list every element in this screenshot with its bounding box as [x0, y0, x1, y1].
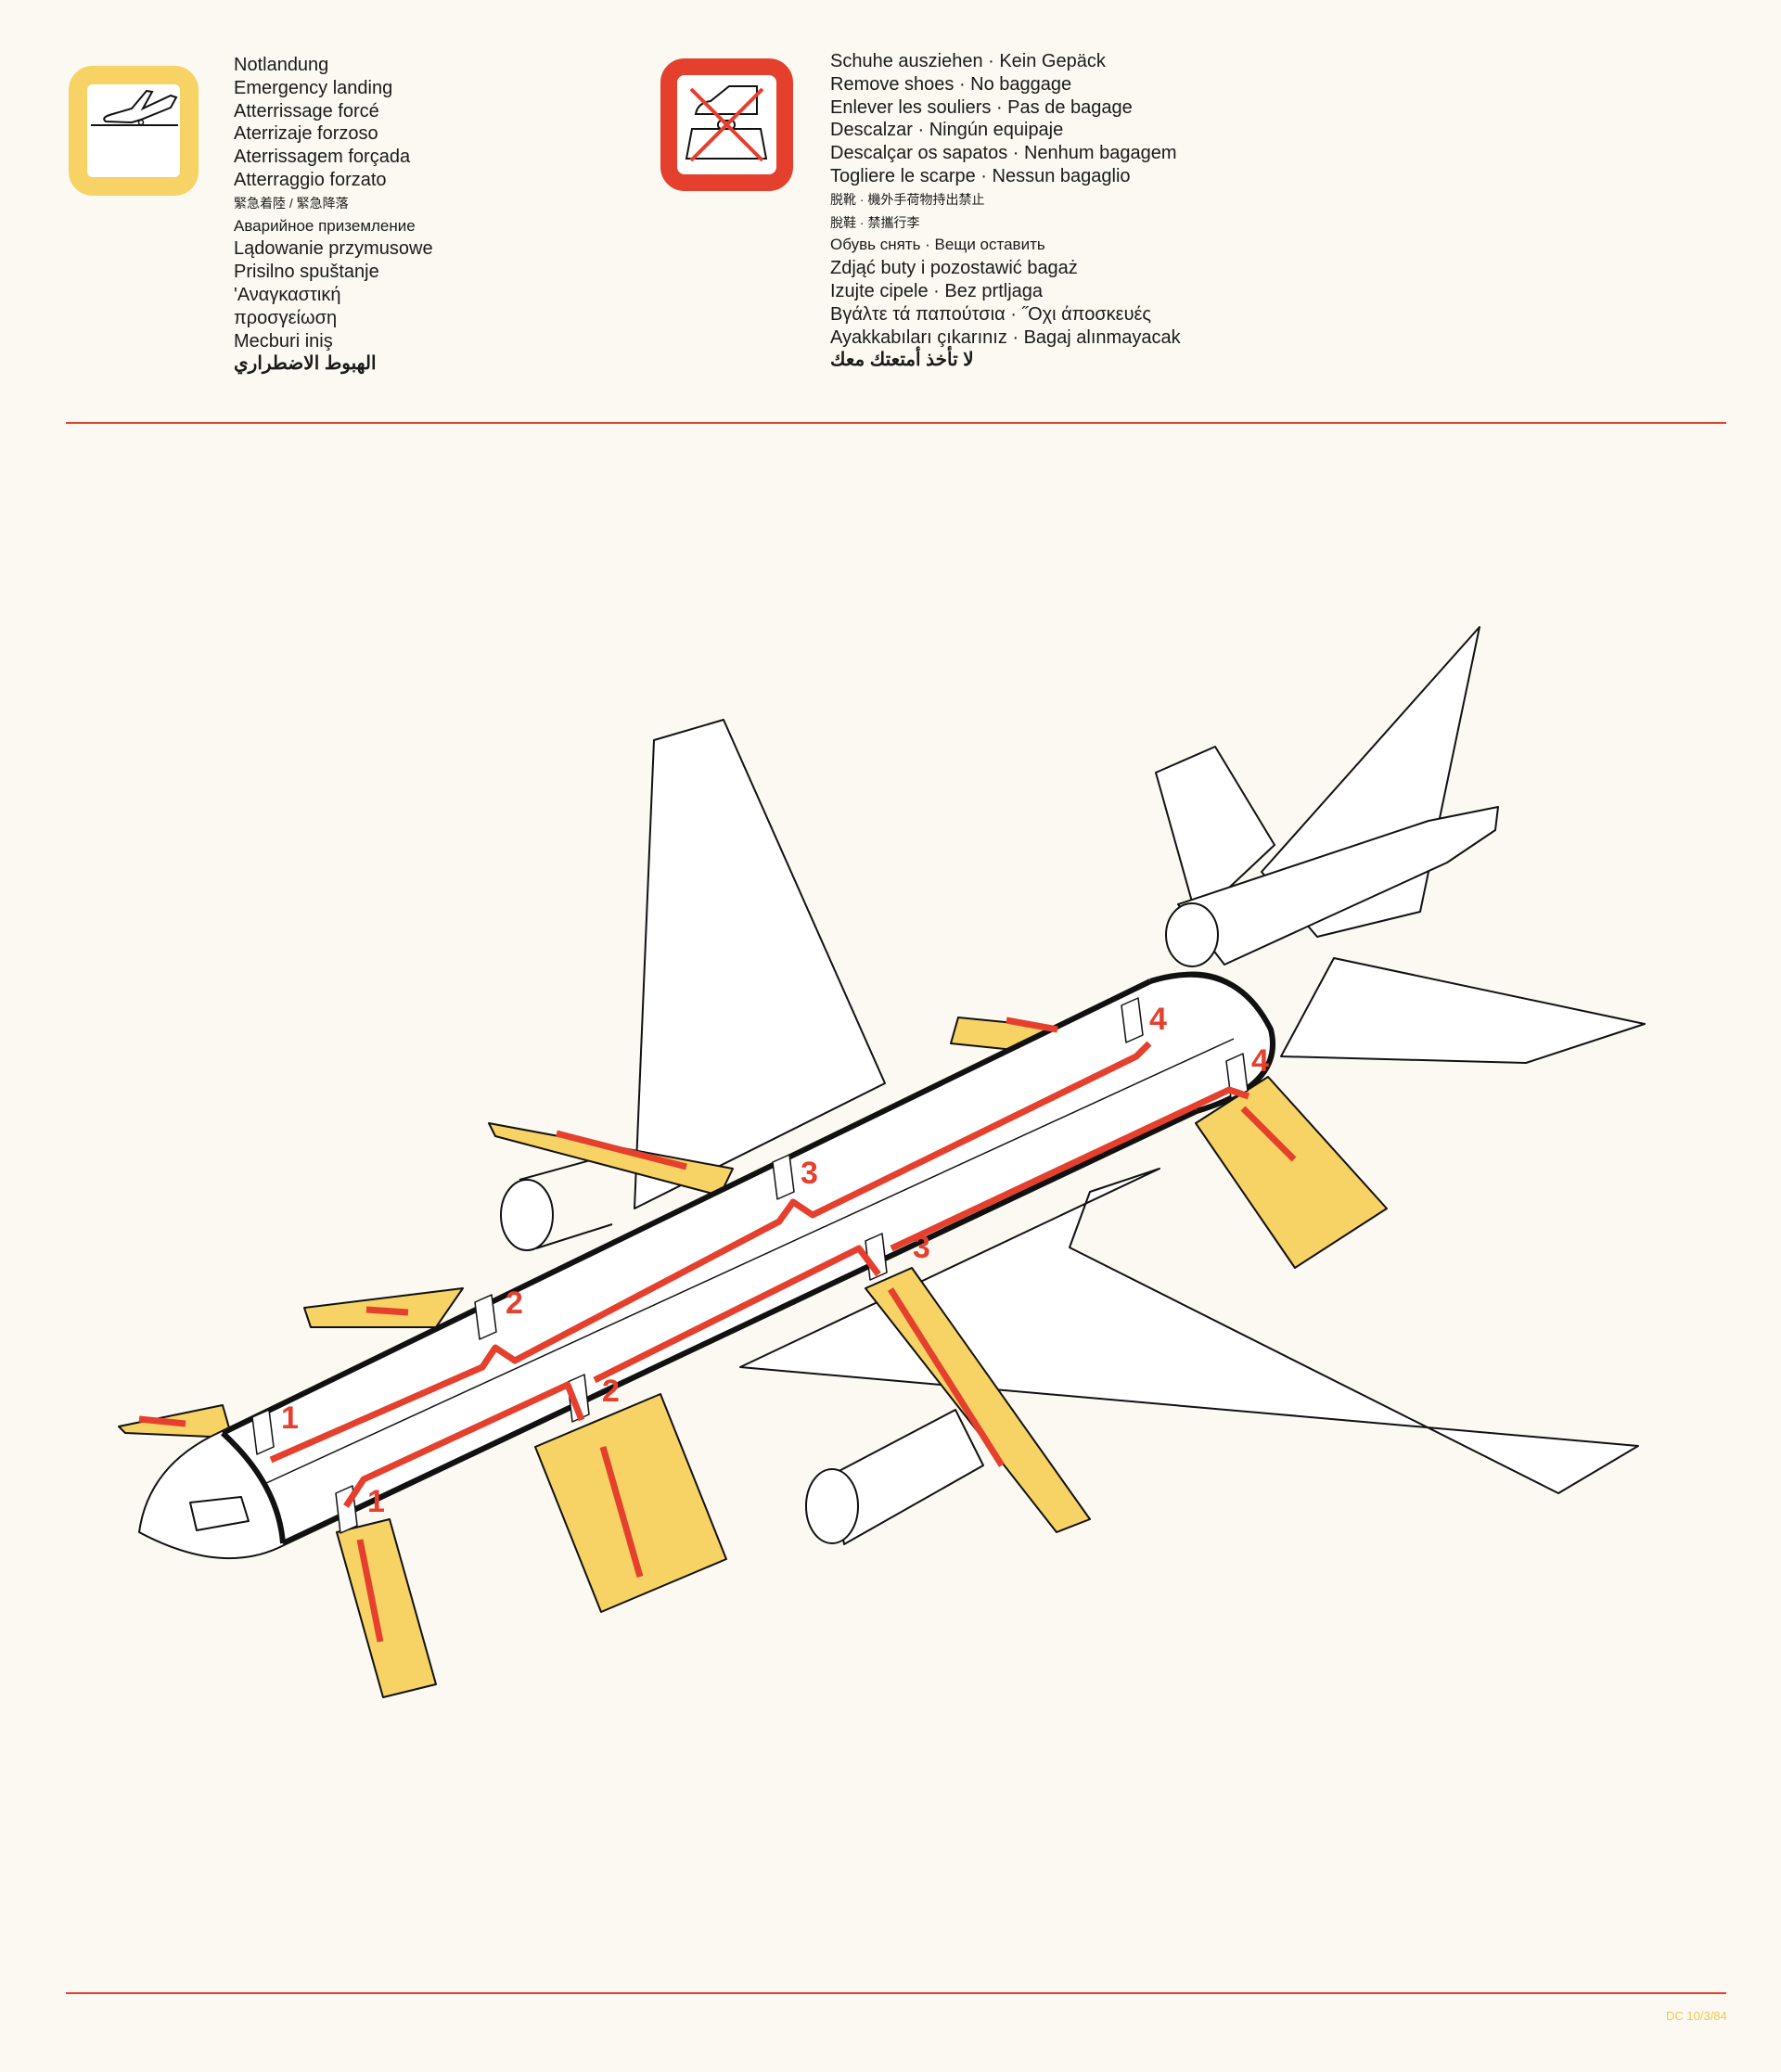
- label-tr: Mecburi iniş: [234, 330, 333, 352]
- label-fr: Enlever les souliers · Pas de bagage: [830, 96, 1133, 118]
- evacuation-routes: [138, 1017, 1297, 1643]
- label-sr: Prisilno spuštanje: [234, 262, 379, 283]
- label-ar: لا تأخذ أمتعتك معك: [830, 350, 974, 371]
- route-near-side-3: [890, 1086, 1250, 1252]
- label-el: Βγάλτε τά παπούτσια · ˝Οχι άποσκευές: [830, 303, 1152, 325]
- tail-engine: [1177, 806, 1499, 966]
- label-el-1: 'Αναγκαστική: [234, 284, 341, 305]
- exit-number-4-far: 4: [1149, 1002, 1167, 1037]
- label-ru: Обувь снять · Вещи оставить: [830, 236, 1045, 254]
- emergency-landing-translations: Notlandung Emergency landing Atterrissag…: [234, 54, 433, 376]
- label-ja: 脱靴 · 機外手荷物持出禁止: [830, 191, 985, 207]
- label-es: Descalzar · Ningún equipaje: [830, 120, 1064, 141]
- label-fr: Atterrissage forcé: [234, 100, 379, 122]
- label-it: Atterraggio forzato: [234, 169, 387, 190]
- slide-arrow: [599, 1446, 644, 1578]
- label-ru: Аварийное приземление: [234, 216, 416, 235]
- exit-number-3-near: 3: [913, 1230, 930, 1265]
- no-shoes-no-baggage-icon: [660, 58, 793, 191]
- label-ja-zh: 緊急着陸 / 緊急降落: [234, 195, 349, 211]
- exit-number-1-far: 1: [281, 1401, 299, 1436]
- door-1-far: [251, 1409, 275, 1455]
- slide-arrow: [1240, 1106, 1297, 1162]
- exit-number-2-near: 2: [602, 1374, 620, 1409]
- no-shoes-translations: Schuhe ausziehen · Kein Gepäck Remove sh…: [830, 50, 1181, 372]
- slide-arrow: [556, 1130, 687, 1170]
- door-3-far: [772, 1154, 795, 1200]
- label-es: Aterrizaje forzoso: [234, 123, 378, 145]
- near-slide-2: [534, 1393, 727, 1613]
- shoe-baggage-crossed-icon: [685, 85, 768, 162]
- route-far-side: [269, 1041, 1152, 1464]
- label-sr: Izujte cipele · Bez prtljaga: [830, 280, 1044, 301]
- far-stabilizer: [1155, 746, 1275, 919]
- label-it: Togliere le scarpe · Nessun bagaglio: [830, 165, 1131, 186]
- slide-arrow: [365, 1306, 409, 1316]
- door-2-far: [474, 1294, 497, 1340]
- label-de: Schuhe ausziehen · Kein Gepäck: [830, 51, 1106, 71]
- top-divider: [66, 422, 1726, 424]
- exit-number-2-far: 2: [506, 1285, 523, 1321]
- exit-number-3-far: 3: [801, 1156, 818, 1191]
- label-en: Emergency landing: [234, 77, 393, 98]
- far-engine: [500, 1179, 554, 1251]
- near-slide-1: [336, 1518, 437, 1698]
- label-de: Notlandung: [234, 55, 329, 75]
- label-pl: Zdjąć buty i pozostawić bagaż: [830, 258, 1078, 279]
- slide-arrow: [138, 1415, 186, 1427]
- cockpit-windows: [189, 1496, 250, 1531]
- exit-number-4-near: 4: [1251, 1043, 1269, 1079]
- label-zh: 脫鞋 · 禁攜行李: [830, 214, 920, 230]
- far-wing: [634, 719, 886, 1209]
- tail-engine-intake: [1165, 902, 1219, 967]
- near-slide-4: [1195, 1076, 1388, 1269]
- plane-landing-icon: [91, 89, 178, 126]
- print-code: DC 10/3/84: [1666, 2009, 1727, 2023]
- near-wing: [739, 1168, 1639, 1494]
- label-el-2: προσγείωση: [234, 307, 338, 328]
- label-en: Remove shoes · No baggage: [830, 73, 1072, 95]
- route-near-side-1: [343, 1381, 585, 1508]
- slide-arrow: [1006, 1017, 1058, 1033]
- far-engine-body: [519, 1158, 613, 1249]
- bottom-divider: [66, 1992, 1726, 1994]
- exit-number-1-near: 1: [367, 1484, 385, 1519]
- cabin-outline: [220, 971, 1276, 1546]
- door-4-far: [1121, 997, 1144, 1043]
- door-2-near: [567, 1374, 590, 1423]
- doors: [251, 997, 1249, 1534]
- slide-arrow: [888, 1287, 1005, 1467]
- emergency-landing-icon: [69, 66, 199, 196]
- route-near-side-2: [593, 1245, 881, 1384]
- slide-arrow: [356, 1539, 384, 1643]
- label-pt: Aterrissagem forçada: [234, 147, 411, 168]
- label-tr: Ayakkabıları çıkarınız · Bagaj alınmayac…: [830, 326, 1181, 348]
- label-pl: Lądowanie przymusowe: [234, 238, 433, 260]
- near-stabilizer: [1280, 957, 1646, 1064]
- door-4-near: [1225, 1053, 1249, 1099]
- label-pt: Descalçar os sapatos · Nenhum bagagem: [830, 143, 1177, 164]
- label-ar: الهبوط الاضطراري: [234, 353, 377, 375]
- cabin-floor-line: [263, 1038, 1235, 1485]
- near-engine-intake: [805, 1468, 859, 1544]
